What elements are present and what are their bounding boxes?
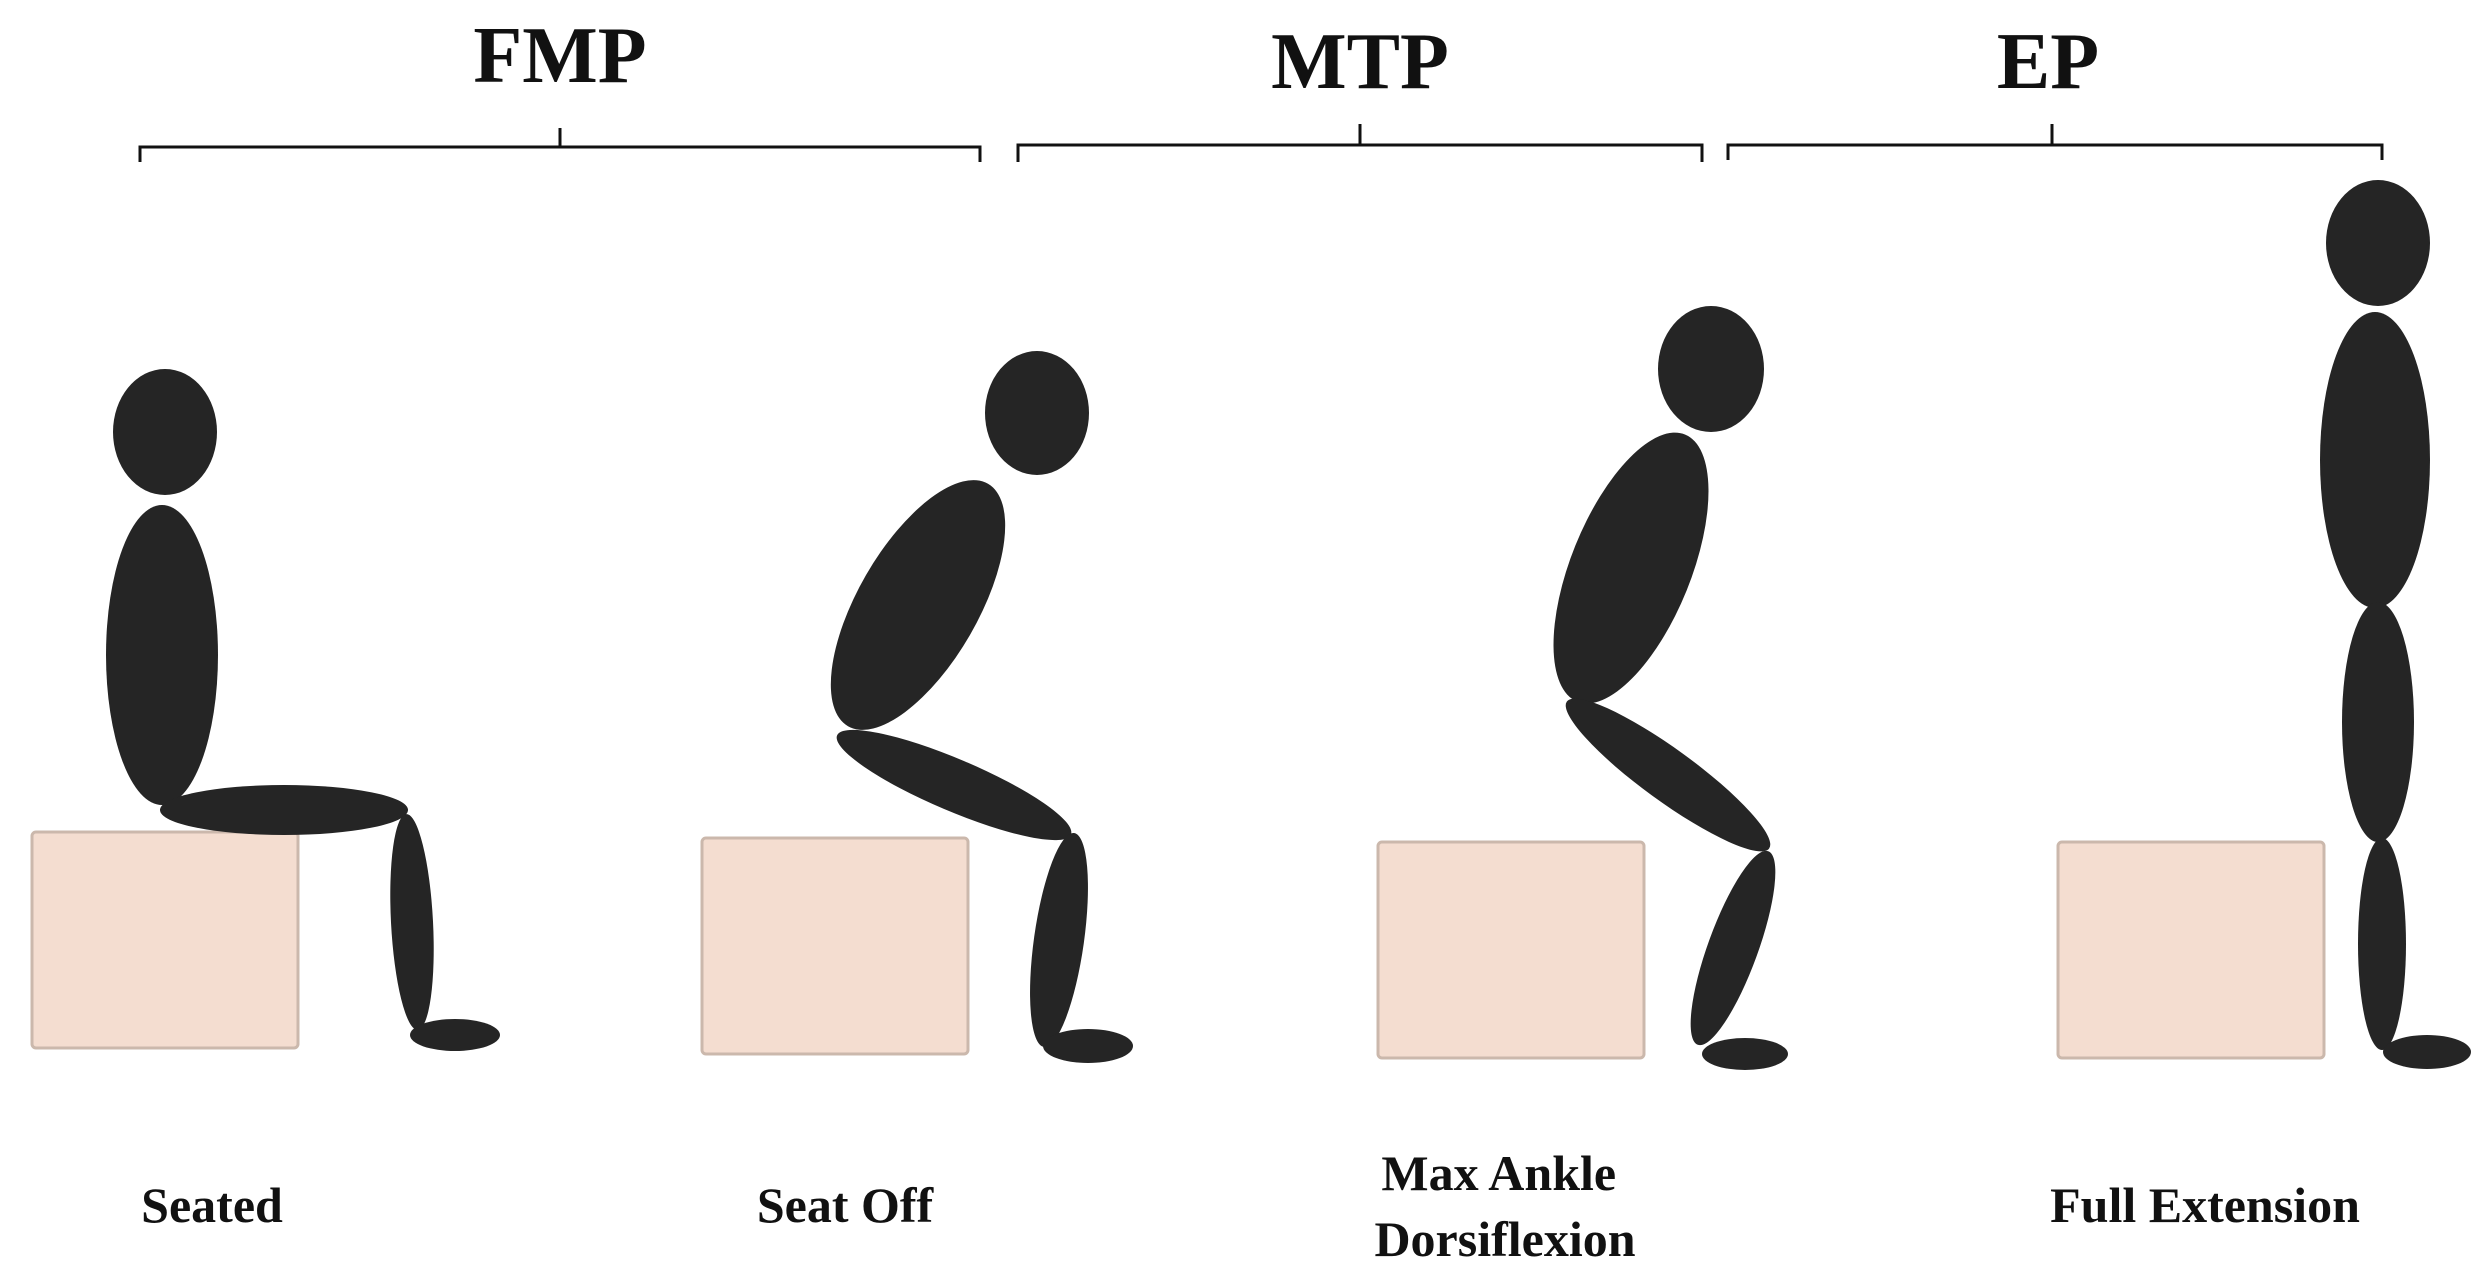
stage-label-line: Full Extension (2050, 1177, 2360, 1233)
foot (1043, 1029, 1133, 1063)
stage-seated (22, 369, 500, 1058)
stage-label-line: Dorsiflexion (1374, 1211, 1635, 1267)
torso (1553, 432, 1709, 704)
shin (1030, 832, 1088, 1048)
stick-figure (106, 369, 500, 1051)
head (1658, 306, 1764, 432)
phase-label-fmp: FMP (473, 12, 646, 100)
chair-box (700, 836, 970, 1056)
stage-label-line: Seat Off (757, 1177, 935, 1233)
chair-box (2056, 840, 2326, 1060)
thigh (1565, 698, 1771, 852)
shin (390, 814, 434, 1030)
foot (1702, 1038, 1788, 1070)
torso (830, 480, 1006, 730)
phase-bracket-mtp (1016, 124, 1704, 162)
torso (2320, 312, 2430, 608)
stage-label-full-extension: Full Extension (2050, 1177, 2360, 1233)
stick-figure (830, 351, 1133, 1063)
stage-label-line: Max Ankle (1381, 1145, 1616, 1201)
head (985, 351, 1089, 475)
stage-label-max-ankle-dorsiflexion: Max Ankle Dorsiflexion (1374, 1145, 1635, 1267)
phase-bracket-ep (1726, 124, 2384, 160)
stage-label-line: Seated (141, 1177, 283, 1233)
head (113, 369, 217, 495)
phase-label-ep: EP (1997, 18, 2099, 106)
stage-label-seat-off: Seat Off (757, 1177, 935, 1233)
phase-label-mtp: MTP (1271, 18, 1449, 106)
stick-figure (1553, 306, 1788, 1070)
stage-full-extension (2048, 180, 2471, 1069)
foot (2383, 1035, 2471, 1069)
chair-box (30, 830, 300, 1050)
head (2326, 180, 2430, 306)
thigh (160, 785, 408, 835)
shin (1690, 850, 1776, 1046)
thigh (2342, 602, 2414, 842)
shin (2358, 838, 2406, 1050)
chair-box (1376, 840, 1646, 1060)
foot (410, 1019, 500, 1051)
stick-figure (2320, 180, 2471, 1069)
thigh (836, 729, 1072, 841)
stage-label-seated: Seated (141, 1177, 283, 1233)
phase-bracket-fmp (138, 128, 982, 162)
stage-max-ankle-dorsiflexion (1368, 306, 1788, 1070)
torso (106, 505, 218, 805)
stage-seat-off (692, 351, 1133, 1064)
